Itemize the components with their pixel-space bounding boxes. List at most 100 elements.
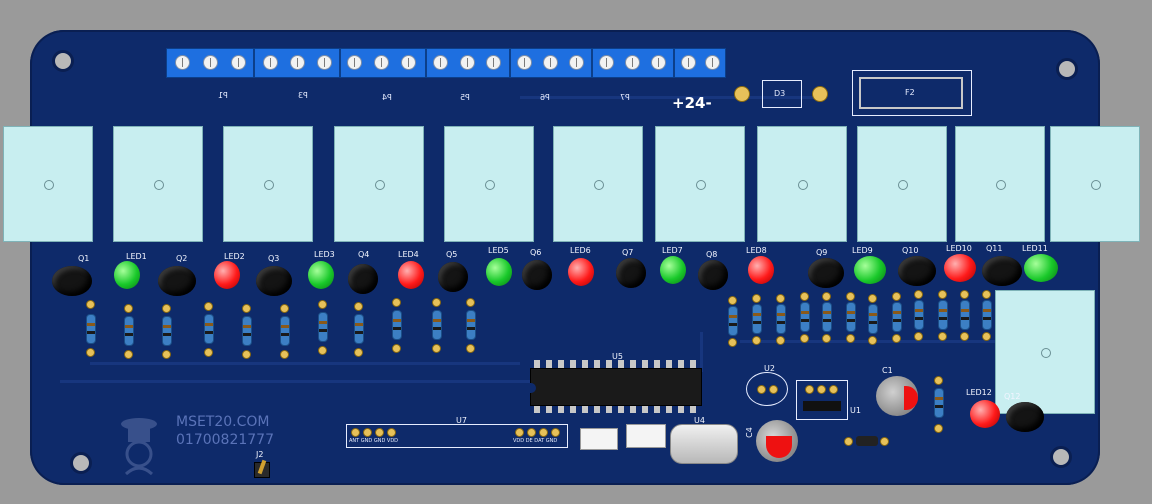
pad <box>86 348 95 357</box>
pad <box>960 332 969 341</box>
label-p1: P1 <box>218 91 228 100</box>
resistor <box>124 316 134 346</box>
pad <box>375 428 384 437</box>
led-green <box>854 256 886 284</box>
transistor <box>52 266 92 296</box>
pad <box>363 428 372 437</box>
resistor <box>86 314 96 344</box>
pad <box>868 294 877 303</box>
pad <box>914 290 923 299</box>
screw-icon <box>231 55 246 70</box>
diode-d3: D3 <box>734 80 830 108</box>
capacitor-c4 <box>756 420 798 462</box>
pad <box>752 294 761 303</box>
transistor <box>522 260 552 290</box>
resistor <box>846 302 856 332</box>
pad <box>776 294 785 303</box>
label-c4: C4 <box>744 427 754 438</box>
pad <box>752 336 761 345</box>
screw-icon <box>401 55 416 70</box>
smd-component <box>626 424 666 448</box>
led-red <box>398 261 424 289</box>
terminal-block-p6 <box>510 48 592 78</box>
diode-body <box>762 80 802 108</box>
led-green <box>1024 254 1058 282</box>
relay <box>995 290 1095 414</box>
screw-icon <box>263 55 278 70</box>
label-led5: LED5 <box>488 246 509 255</box>
pad <box>351 428 360 437</box>
label-led4: LED4 <box>398 250 419 259</box>
pad <box>242 304 251 313</box>
resistor <box>938 300 948 330</box>
label-c1: C1 <box>882 366 893 375</box>
pad <box>124 304 133 313</box>
transistor <box>256 266 292 296</box>
pad <box>432 298 441 307</box>
copper-trace <box>700 332 703 372</box>
label-led6: LED6 <box>570 246 591 255</box>
pad <box>318 300 327 309</box>
resistor <box>432 310 442 340</box>
screw-icon <box>517 55 532 70</box>
power-label: +24- <box>672 94 712 112</box>
label-d3: D3 <box>774 89 786 98</box>
resistor <box>242 316 252 346</box>
led-red <box>970 400 1000 428</box>
screw-icon <box>569 55 584 70</box>
pad <box>880 437 889 446</box>
relay <box>655 126 745 242</box>
pad <box>960 290 969 299</box>
watermark-logo <box>116 414 162 478</box>
pad <box>822 334 831 343</box>
relay <box>3 126 93 242</box>
pad <box>914 332 923 341</box>
copper-trace <box>520 96 820 99</box>
resistor <box>800 302 810 332</box>
ic-notch <box>530 383 536 393</box>
resistor <box>204 314 214 344</box>
label-u7: U7 <box>456 416 467 425</box>
pad <box>392 298 401 307</box>
component-u2 <box>746 372 788 406</box>
pad <box>728 296 737 305</box>
screw-icon <box>543 55 558 70</box>
label-u4: U4 <box>694 416 705 425</box>
transistor <box>808 258 844 288</box>
terminal-block-p3 <box>254 48 340 78</box>
screw-icon <box>203 55 218 70</box>
label-u1: U1 <box>850 406 861 415</box>
u7-pins-left: ANT GND GND VDD <box>349 438 399 444</box>
resistor <box>868 304 878 334</box>
screw-icon <box>625 55 640 70</box>
pad <box>769 385 778 394</box>
logo-icon <box>121 418 157 476</box>
screw-icon <box>681 55 696 70</box>
screw-icon <box>651 55 666 70</box>
led-red <box>568 258 594 286</box>
pad <box>829 385 838 394</box>
screw-icon <box>599 55 614 70</box>
jumper-j2 <box>254 459 270 478</box>
label-q2: Q2 <box>176 254 188 263</box>
pad <box>846 334 855 343</box>
transistor <box>698 260 728 290</box>
ic-pins-bottom <box>534 406 698 413</box>
pad <box>318 346 327 355</box>
screw-icon <box>705 55 720 70</box>
label-q5: Q5 <box>446 250 458 259</box>
led-red <box>944 254 976 282</box>
terminal-block-p5 <box>426 48 510 78</box>
screw-icon <box>290 55 305 70</box>
resistor <box>914 300 924 330</box>
label-j2: J2 <box>256 450 264 459</box>
mounting-hole <box>1050 446 1072 468</box>
relay <box>955 126 1045 242</box>
fuse-f2: F2 <box>852 70 972 116</box>
pad <box>466 298 475 307</box>
pad <box>734 86 750 102</box>
pad <box>280 304 289 313</box>
terminal-block-power <box>674 48 726 78</box>
mounting-hole <box>70 452 92 474</box>
